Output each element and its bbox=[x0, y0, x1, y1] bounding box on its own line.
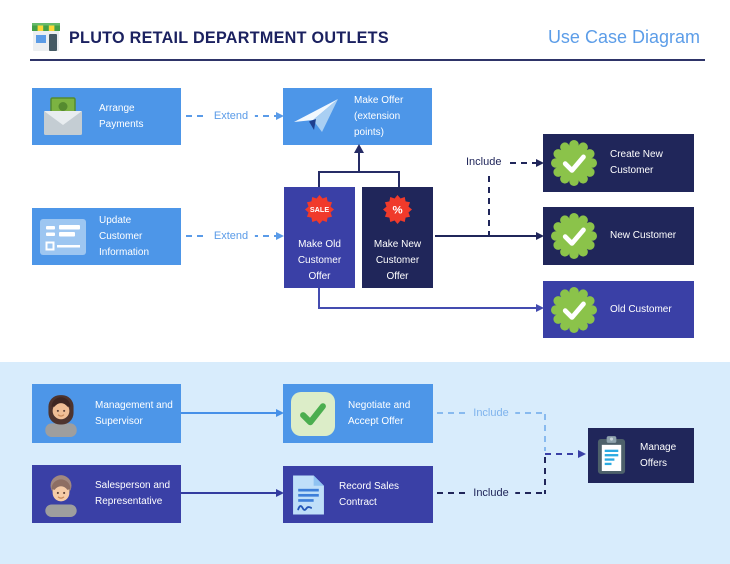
usecase-label: Make Old Customer Offer bbox=[297, 239, 342, 282]
actor-label: Management and Supervisor bbox=[95, 399, 173, 427]
clipboard-icon bbox=[596, 436, 627, 475]
include-negotiate-label: Include bbox=[466, 407, 516, 419]
header-divider bbox=[30, 59, 705, 61]
manage-offers-line bbox=[545, 453, 578, 455]
merge-bracket-right bbox=[398, 171, 400, 187]
seal-check-icon bbox=[551, 286, 597, 333]
old-customer-arrowhead bbox=[536, 304, 544, 312]
man-avatar-icon bbox=[40, 471, 82, 517]
merge-bracket-left bbox=[318, 171, 320, 187]
include-create-arrowhead bbox=[536, 159, 544, 167]
old-customer-line bbox=[318, 307, 536, 309]
sale-badge-icon: SALE bbox=[305, 195, 334, 224]
extend-payments-arrowhead bbox=[276, 112, 284, 120]
merge-bracket-horizontal bbox=[318, 171, 400, 173]
percent-badge-text: % bbox=[392, 205, 402, 217]
merge-stem bbox=[358, 152, 360, 172]
usecase-label: Old Customer bbox=[610, 303, 672, 315]
usecase-label: Make Offer (extension points) bbox=[354, 93, 428, 141]
include-create-line bbox=[510, 162, 536, 164]
manage-offers-arrowhead bbox=[578, 450, 586, 458]
usecase-make-offer: Make Offer (extension points) bbox=[283, 88, 432, 145]
customer-form-icon bbox=[40, 218, 86, 255]
new-customer-arrowhead bbox=[536, 232, 544, 240]
new-customer-line bbox=[435, 235, 536, 237]
usecase-label: Make New Customer Offer bbox=[373, 239, 422, 282]
usecase-label-sub: (extension points) bbox=[354, 110, 401, 138]
percent-badge-icon: % bbox=[383, 195, 412, 224]
usecase-old-customer: Old Customer bbox=[543, 281, 694, 338]
include-record-vertical bbox=[544, 457, 546, 494]
actor-management-supervisor: Management and Supervisor bbox=[32, 384, 181, 443]
usecase-label: Create New Customer bbox=[610, 149, 663, 176]
usecase-label: Arrange Payments bbox=[99, 102, 144, 130]
extend-update-label: Extend bbox=[206, 230, 256, 242]
merge-arrowhead-up bbox=[354, 144, 364, 153]
usecase-update-customer-information: Update Customer Information bbox=[32, 208, 181, 265]
usecase-label: Record Sales Contract bbox=[339, 480, 400, 508]
usecase-create-new-customer: Create New Customer bbox=[543, 134, 694, 192]
salesperson-arrowhead bbox=[276, 489, 284, 497]
usecase-negotiate-accept-offer: Negotiate and Accept Offer bbox=[283, 384, 433, 443]
usecase-new-customer: New Customer bbox=[543, 207, 694, 265]
usecase-label: Update Customer Information bbox=[99, 214, 150, 258]
usecase-label: Manage Offers bbox=[640, 441, 677, 469]
woman-avatar-icon bbox=[40, 391, 82, 437]
money-envelope-icon bbox=[40, 96, 86, 138]
usecase-make-new-customer-offer: % Make New Customer Offer bbox=[362, 187, 433, 288]
usecase-arrange-payments: Arrange Payments bbox=[32, 88, 181, 145]
seal-check-icon bbox=[551, 213, 597, 259]
sale-badge-text: SALE bbox=[310, 205, 330, 214]
usecase-manage-offers: Manage Offers bbox=[588, 428, 694, 483]
usecase-label: New Customer bbox=[610, 230, 677, 241]
usecase-make-old-customer-offer: SALE Make Old Customer Offer bbox=[284, 187, 355, 288]
storefront-icon bbox=[30, 21, 62, 53]
usecase-label: Negotiate and Accept Offer bbox=[348, 399, 411, 427]
salesperson-line bbox=[181, 492, 276, 494]
management-arrowhead bbox=[276, 409, 284, 417]
contract-icon bbox=[291, 473, 326, 517]
management-line bbox=[181, 412, 276, 414]
include-record-label: Include bbox=[466, 487, 516, 499]
include-create-vertical bbox=[488, 176, 490, 236]
usecase-label-main: Make Offer bbox=[354, 94, 404, 106]
include-create-label: Include bbox=[466, 156, 502, 168]
seal-check-icon bbox=[551, 140, 597, 186]
actor-salesperson-representative: Salesperson and Representative bbox=[32, 465, 181, 523]
extend-payments-label: Extend bbox=[206, 110, 256, 122]
extend-update-arrowhead bbox=[276, 232, 284, 240]
old-customer-vertical bbox=[318, 288, 320, 309]
paper-plane-icon bbox=[291, 96, 341, 138]
include-negotiate-vertical bbox=[544, 414, 546, 451]
actor-label: Salesperson and Representative bbox=[95, 480, 171, 507]
page-title: PLUTO RETAIL DEPARTMENT OUTLETS bbox=[69, 28, 389, 47]
page-subtitle: Use Case Diagram bbox=[547, 27, 700, 47]
green-check-icon bbox=[291, 391, 335, 436]
usecase-record-sales-contract: Record Sales Contract bbox=[283, 466, 433, 523]
